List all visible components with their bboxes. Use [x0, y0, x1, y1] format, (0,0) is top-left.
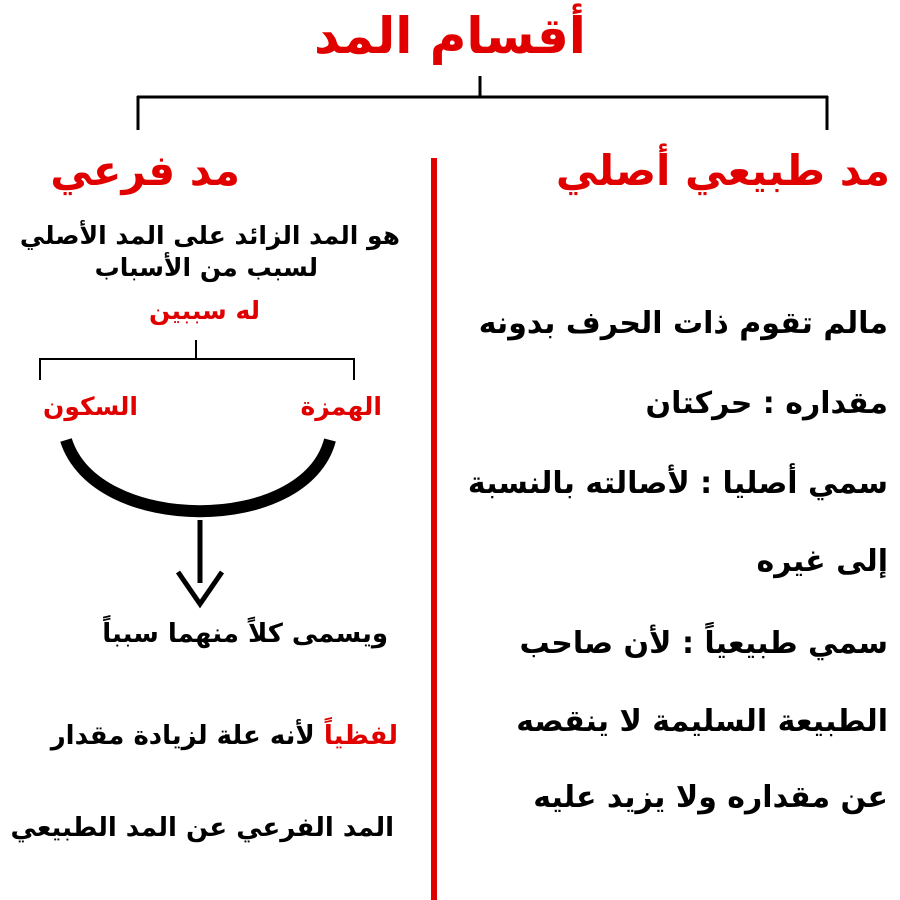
verbal-reason: لأنه علة لزيادة مقدار: [50, 721, 315, 751]
natural-madd-line-7: عن مقداره ولا يزيد عليه: [533, 780, 888, 815]
causes-arc: [60, 437, 336, 518]
verbal-label: لفظياً: [323, 721, 398, 751]
cause-sukun: السكون: [43, 392, 138, 421]
diagram-title: أقسام المد: [314, 7, 586, 65]
heading-derived-madd: مد فرعي: [50, 146, 240, 195]
cause-hamza: الهمزة: [300, 392, 382, 421]
natural-madd-line-1: مالم تقوم ذات الحرف بدونه: [478, 306, 888, 341]
natural-madd-line-6: الطبيعة السليمة لا ينقصه: [516, 704, 888, 739]
heading-natural-madd: مد طبيعي أصلي: [555, 146, 890, 195]
natural-madd-line-4: إلى غيره: [756, 544, 888, 579]
natural-madd-line-2: مقداره : حركتان: [645, 386, 889, 421]
derived-madd-definition-2: لسبب من الأسباب: [94, 253, 318, 282]
derived-madd-note: ويسمى كلاً منهما سبباً: [102, 619, 388, 649]
causes-label: له سببين: [149, 296, 260, 325]
derived-madd-definition-1: هو المد الزائد على المد الأصلي: [19, 221, 400, 250]
derived-madd-verbal-line: لفظياً لأنه علة لزيادة مقدار: [51, 720, 398, 754]
arrow-head: [175, 570, 225, 609]
natural-madd-line-3: سمي أصليا : لأصالته بالنسبة: [467, 466, 888, 501]
natural-madd-line-5: سمي طبيعياً : لأن صاحب: [519, 626, 888, 661]
derived-madd-final-line: المد الفرعي عن المد الطبيعي: [10, 813, 394, 843]
